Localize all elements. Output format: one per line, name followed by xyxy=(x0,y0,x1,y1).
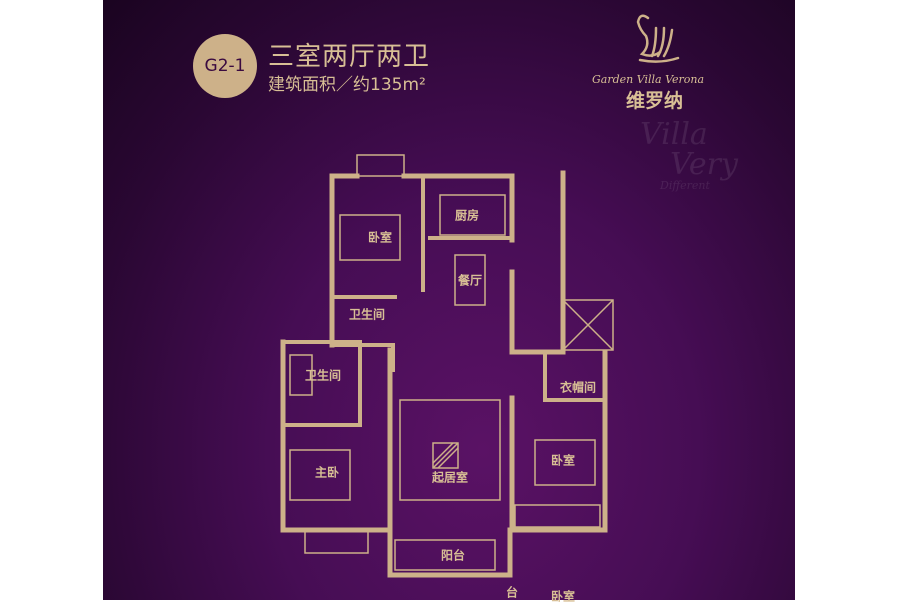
room-label-bedroom-east: 卧室 xyxy=(550,453,576,468)
room-label-bathroom-1: 卫生间 xyxy=(348,307,386,322)
room-label-dining: 餐厅 xyxy=(457,273,483,288)
brand-name-en: Garden Villa Verona xyxy=(592,73,705,86)
walls xyxy=(280,170,608,578)
room-label-closet: 衣帽间 xyxy=(559,380,597,395)
room-label-kitchen: 厨房 xyxy=(454,208,480,223)
room-label-living-room: 起居室 xyxy=(431,470,469,485)
room-label-balcony: 阳台 xyxy=(440,548,466,563)
layout-title: 三室两厅两卫 xyxy=(268,42,431,72)
room-label-master-bedroom: 主卧 xyxy=(314,465,340,480)
villa-watermark: Villa Very Different xyxy=(640,117,738,192)
area-text: 建筑面积／约135m² xyxy=(268,75,426,95)
swan-logo-icon xyxy=(636,14,680,63)
room-label-bathroom-2: 卫生间 xyxy=(304,368,342,383)
room-label-partial-balcony: 台 xyxy=(505,585,519,600)
room-label-partial-bedroom: 卧室 xyxy=(550,589,576,604)
unit-code-badge: G2-1 xyxy=(193,34,257,98)
room-label-bedroom-north: 卧室 xyxy=(367,230,393,245)
brand-name-cn: 维罗纳 xyxy=(626,90,684,112)
fixtures xyxy=(289,154,614,571)
